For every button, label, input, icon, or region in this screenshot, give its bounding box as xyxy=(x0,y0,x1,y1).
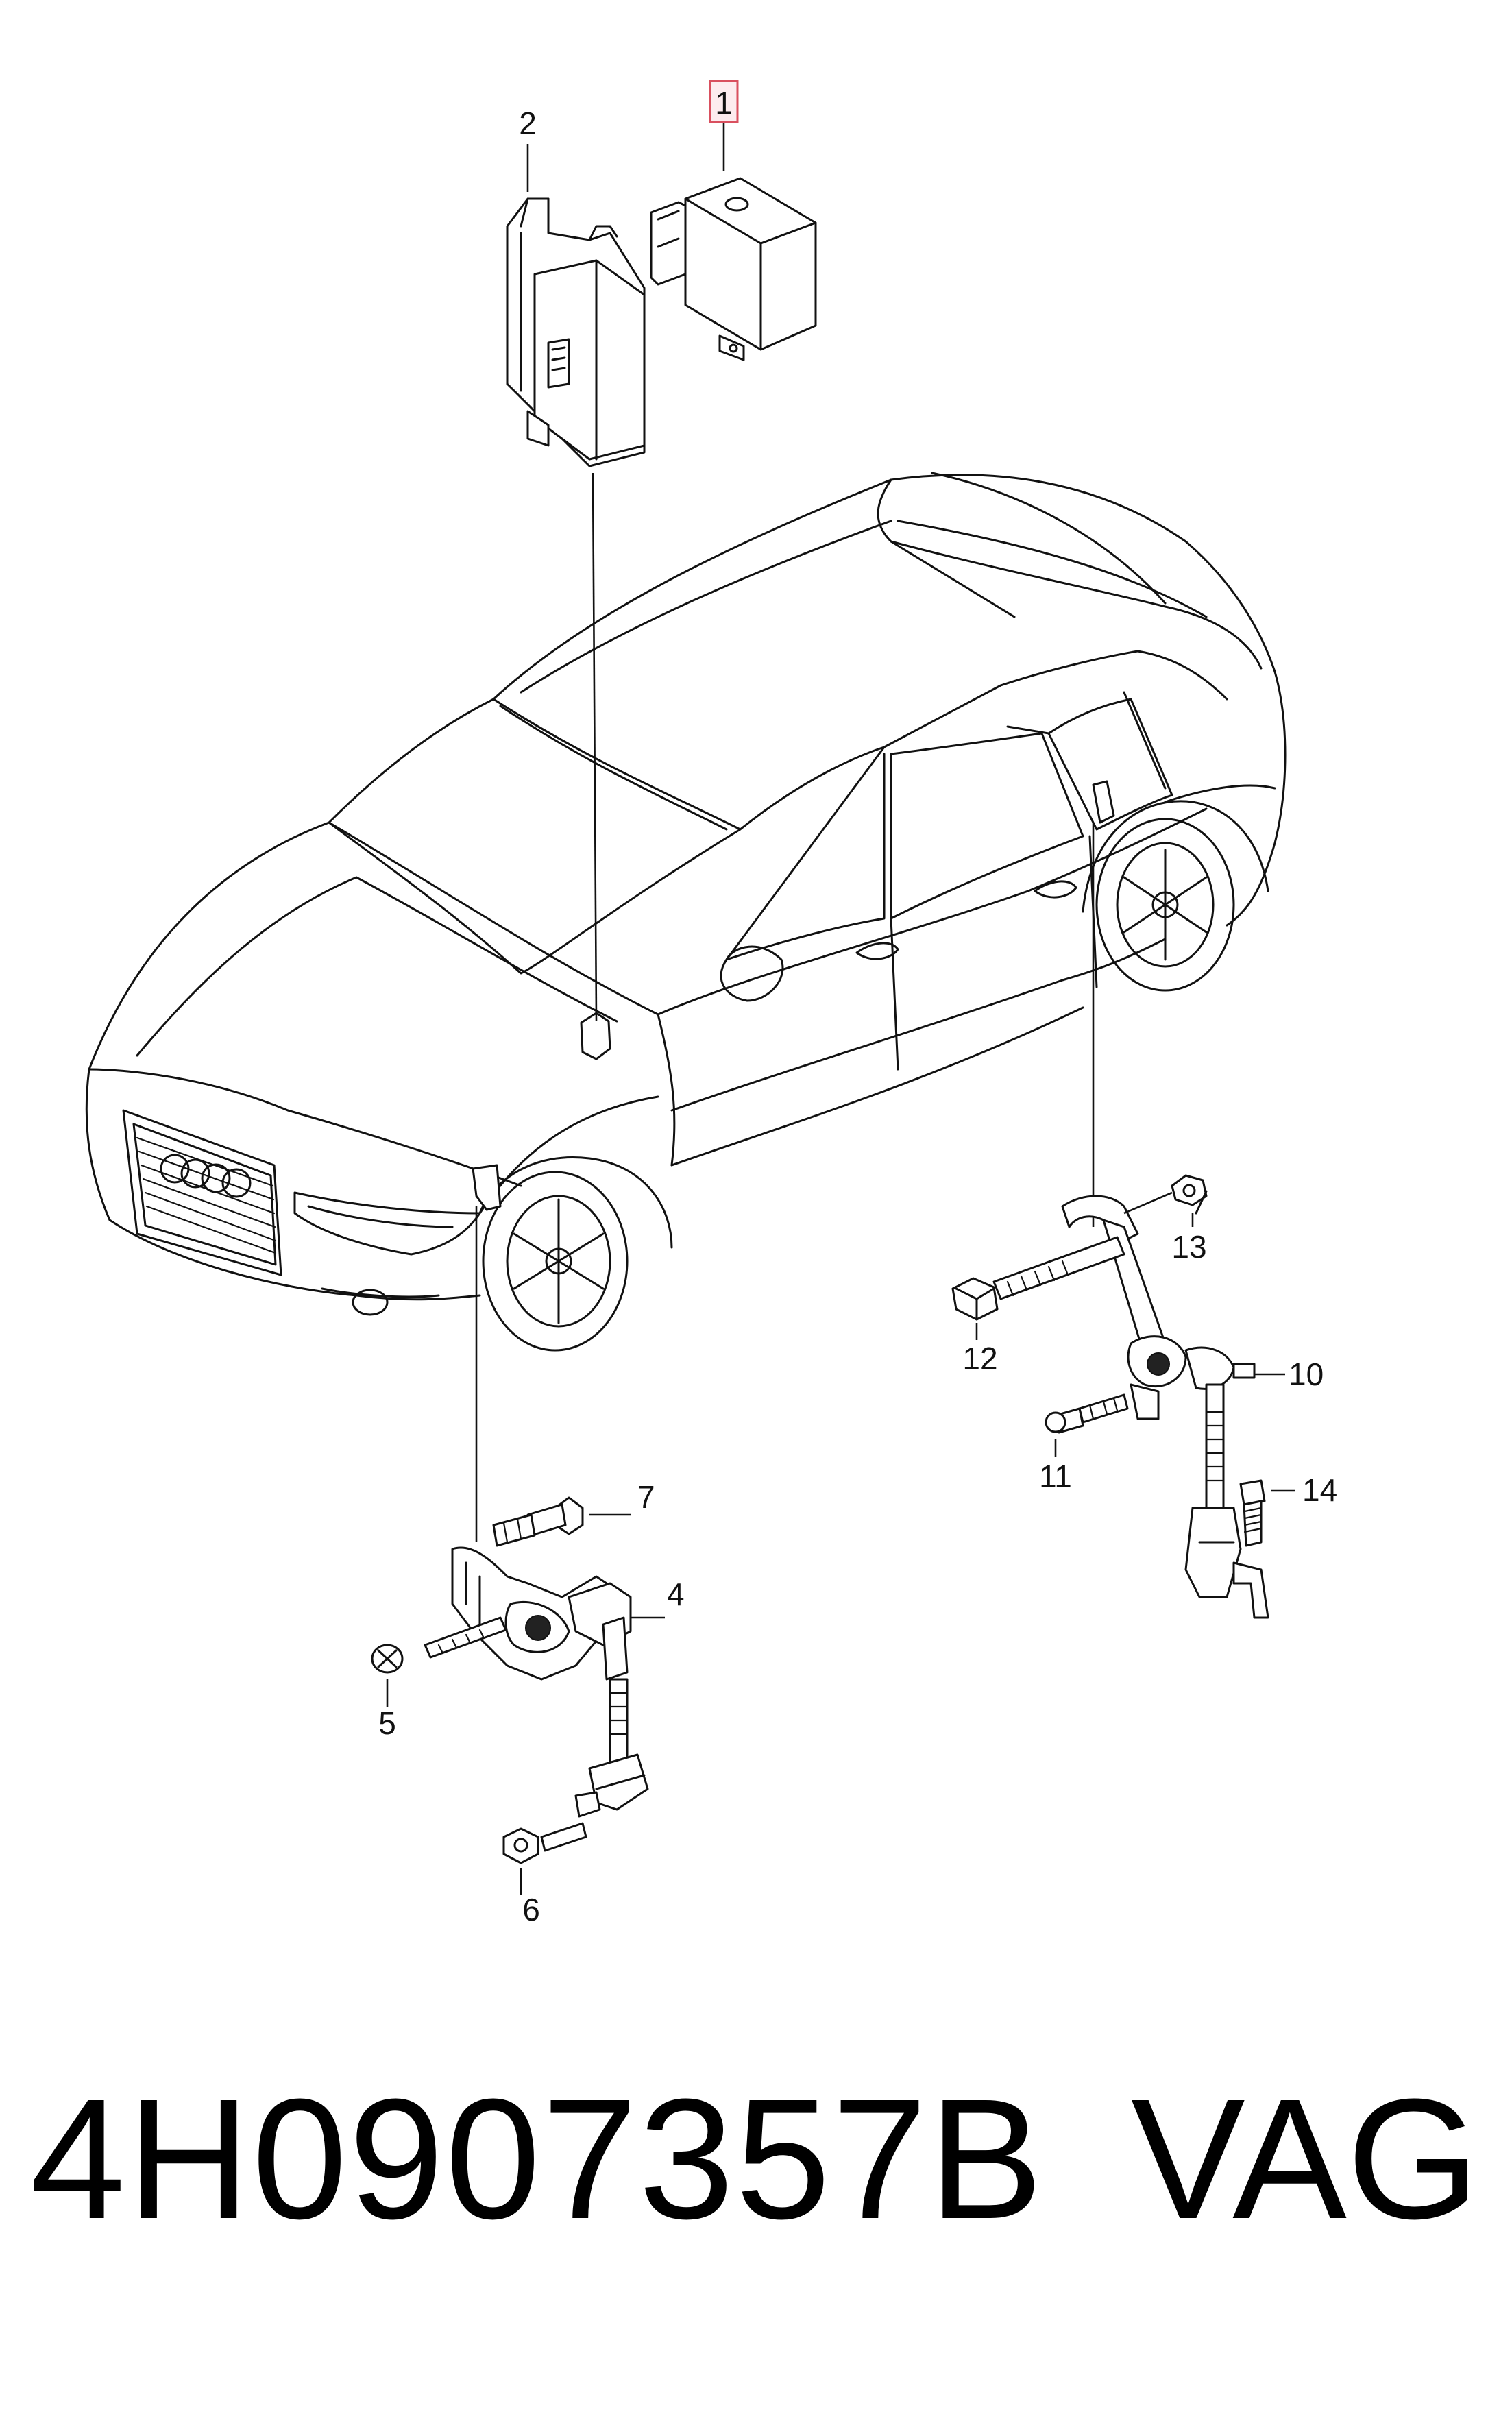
part-4-front-level-sensor[interactable] xyxy=(451,1546,649,1818)
callout-13[interactable]: 13 xyxy=(1171,1229,1206,1265)
callout-14[interactable]: 14 xyxy=(1302,1472,1337,1508)
leader-lines xyxy=(475,472,1095,1542)
callout-11[interactable]: 11 xyxy=(1039,1459,1072,1494)
svg-text:4: 4 xyxy=(667,1576,685,1612)
svg-text:5: 5 xyxy=(378,1705,396,1741)
svg-text:10: 10 xyxy=(1289,1356,1324,1392)
part-14-screw[interactable] xyxy=(1239,1479,1295,1547)
callout-4[interactable]: 4 xyxy=(667,1576,685,1612)
callout-2[interactable]: 2 xyxy=(519,106,537,192)
svg-text:12: 12 xyxy=(962,1341,997,1376)
svg-text:14: 14 xyxy=(1302,1472,1337,1508)
callout-5[interactable]: 5 xyxy=(378,1705,396,1741)
svg-text:7: 7 xyxy=(637,1479,655,1515)
svg-text:11: 11 xyxy=(1039,1459,1072,1494)
callout-6[interactable]: 6 xyxy=(522,1892,540,1927)
svg-text:2: 2 xyxy=(519,106,537,141)
part-2-module-bracket[interactable] xyxy=(506,197,646,467)
part-11-screw[interactable] xyxy=(1045,1393,1129,1457)
part-5-bolt[interactable] xyxy=(371,1616,507,1707)
svg-text:1: 1 xyxy=(715,85,733,121)
part-13-nut[interactable] xyxy=(1123,1174,1208,1227)
svg-text:13: 13 xyxy=(1171,1229,1206,1265)
callout-7[interactable]: 7 xyxy=(637,1479,655,1515)
callout-12[interactable]: 12 xyxy=(962,1341,997,1376)
svg-text:6: 6 xyxy=(522,1892,540,1927)
part-1-control-module[interactable] xyxy=(650,177,817,361)
part-12-bolt[interactable] xyxy=(951,1236,1125,1340)
part-7-screw[interactable] xyxy=(492,1496,631,1547)
callout-10[interactable]: 10 xyxy=(1289,1356,1324,1392)
part-number-label: 4H0907357B xyxy=(30,2063,1045,2254)
brand-label: VAG xyxy=(1131,2063,1480,2254)
callout-1[interactable]: 1 xyxy=(709,80,739,171)
part-6-nut[interactable] xyxy=(502,1822,587,1895)
car-illustration xyxy=(85,472,1287,1352)
